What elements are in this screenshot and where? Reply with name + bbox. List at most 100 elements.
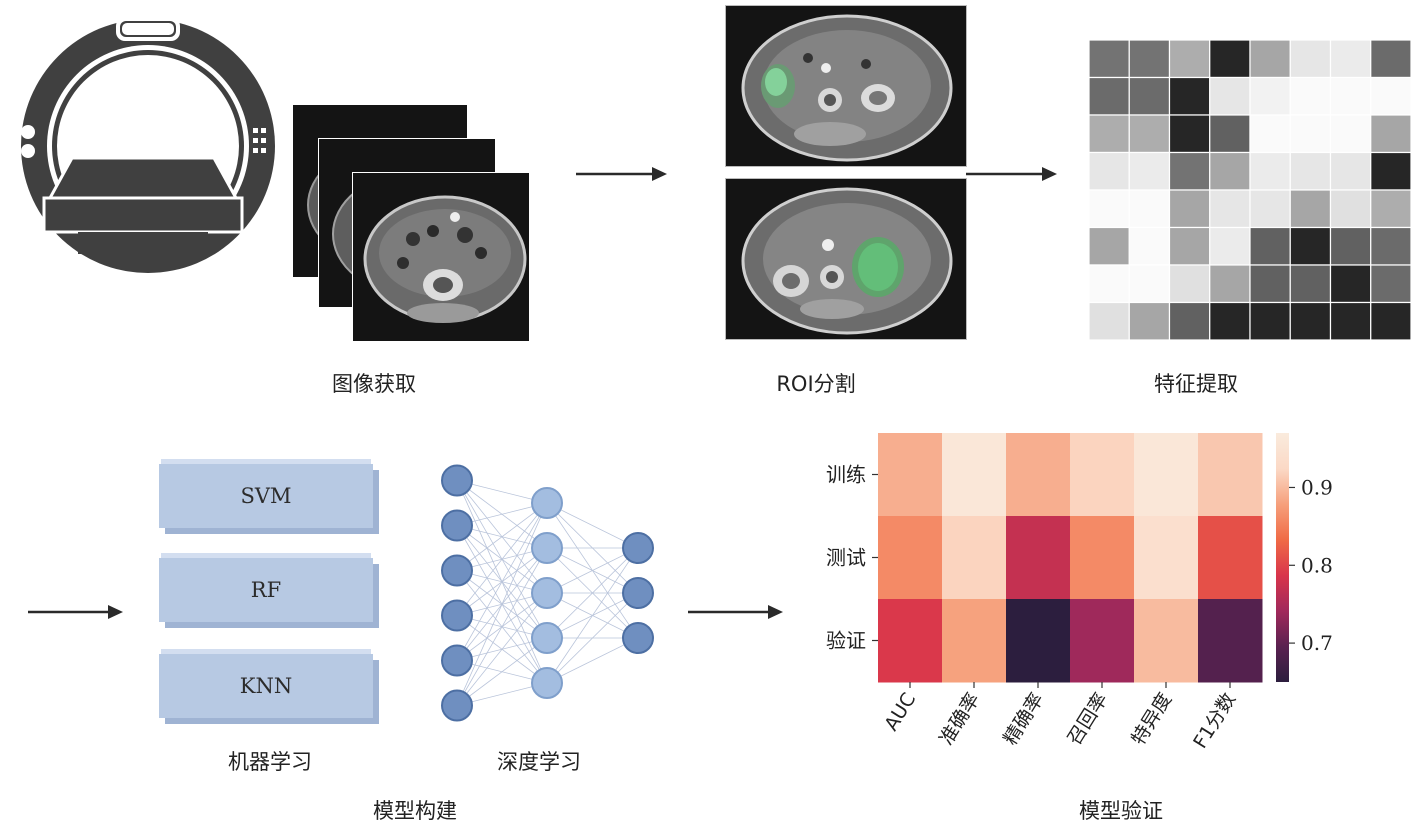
feature-cell — [1331, 78, 1371, 116]
feature-cell — [1129, 303, 1169, 341]
heatmap-cell — [878, 433, 943, 517]
feature-cell — [1290, 265, 1330, 303]
feature-cell — [1331, 115, 1371, 153]
nn-node — [442, 601, 472, 631]
column-label: F1分数 — [1189, 689, 1240, 752]
feature-cell — [1371, 303, 1411, 341]
feature-cell — [1331, 153, 1371, 191]
nn-connection — [547, 548, 638, 683]
feature-cell — [1250, 265, 1290, 303]
neural-network-diagram — [430, 460, 670, 730]
feature-cell — [1210, 228, 1250, 266]
heatmap-cell — [1134, 516, 1199, 600]
feature-cell — [1089, 153, 1129, 191]
feature-cell — [1250, 153, 1290, 191]
heatmap-cell — [878, 516, 943, 600]
model-box-rf: RF — [159, 558, 373, 622]
column-label: 召回率 — [1063, 689, 1112, 749]
feature-cell — [1129, 153, 1169, 191]
label-machine-learning: 机器学习 — [228, 746, 312, 776]
feature-cell — [1170, 153, 1210, 191]
row-label: 验证 — [826, 629, 866, 653]
feature-cell — [1290, 78, 1330, 116]
heatmap-cell — [1070, 516, 1135, 600]
feature-cell — [1170, 303, 1210, 341]
nn-node — [442, 646, 472, 676]
nn-node — [623, 623, 653, 653]
feature-cell — [1331, 265, 1371, 303]
feature-cell — [1371, 78, 1411, 116]
roi-ct-image-bottom — [725, 178, 967, 340]
feature-cell — [1250, 190, 1290, 228]
feature-cell — [1089, 78, 1129, 116]
validation-heatmap: 训练测试验证AUC准确率精确率召回率特异度F1分数0.70.80.9 — [780, 420, 1340, 800]
nn-node — [532, 623, 562, 653]
ct-slice-front — [352, 172, 530, 342]
arrow-icon — [574, 164, 674, 184]
heatmap-cell — [878, 599, 943, 683]
feature-cell — [1210, 190, 1250, 228]
feature-cell — [1371, 115, 1411, 153]
feature-cell — [1250, 115, 1290, 153]
feature-cell — [1210, 303, 1250, 341]
heatmap-cell — [1006, 599, 1071, 683]
feature-cell — [1170, 228, 1210, 266]
feature-cell — [1129, 265, 1169, 303]
feature-cell — [1170, 190, 1210, 228]
model-box-knn: KNN — [159, 654, 373, 718]
label-roi-segmentation: ROI分割 — [776, 368, 855, 398]
feature-grid — [1089, 40, 1411, 340]
nn-node — [442, 556, 472, 586]
feature-cell — [1250, 40, 1290, 78]
feature-cell — [1371, 153, 1411, 191]
arrow-icon — [964, 164, 1064, 184]
colorbar-tick-label: 0.8 — [1301, 553, 1333, 577]
column-label: AUC — [880, 689, 920, 735]
heatmap-cell — [1134, 599, 1199, 683]
label-deep-learning: 深度学习 — [497, 746, 581, 776]
nn-node — [532, 668, 562, 698]
row-label: 测试 — [826, 546, 866, 570]
nn-node — [442, 511, 472, 541]
heatmap-cell — [942, 433, 1007, 517]
colorbar — [1276, 433, 1289, 682]
feature-cell — [1250, 78, 1290, 116]
feature-cell — [1210, 115, 1250, 153]
colorbar-tick-label: 0.7 — [1301, 631, 1333, 655]
feature-cell — [1170, 115, 1210, 153]
nn-node — [532, 578, 562, 608]
feature-cell — [1210, 40, 1250, 78]
feature-cell — [1129, 40, 1169, 78]
feature-cell — [1250, 228, 1290, 266]
feature-cell — [1290, 303, 1330, 341]
label-feature-extraction: 特征提取 — [1154, 368, 1238, 398]
column-label: 特异度 — [1127, 689, 1176, 749]
heatmap-cell — [1134, 433, 1199, 517]
feature-cell — [1290, 153, 1330, 191]
heatmap-cell — [1198, 433, 1263, 517]
feature-cell — [1129, 228, 1169, 266]
heatmap-cell — [942, 516, 1007, 600]
feature-cell — [1210, 265, 1250, 303]
feature-cell — [1331, 190, 1371, 228]
model-box-svm: SVM — [159, 464, 373, 528]
feature-cell — [1371, 265, 1411, 303]
feature-cell — [1290, 190, 1330, 228]
feature-cell — [1371, 40, 1411, 78]
feature-cell — [1290, 228, 1330, 266]
feature-cell — [1089, 190, 1129, 228]
feature-cell — [1371, 190, 1411, 228]
feature-cell — [1170, 78, 1210, 116]
nn-node — [532, 488, 562, 518]
label-image-acquisition: 图像获取 — [332, 368, 416, 398]
feature-cell — [1170, 40, 1210, 78]
heatmap-cell — [942, 599, 1007, 683]
ct-scanner-icon — [8, 8, 288, 288]
feature-cell — [1089, 115, 1129, 153]
feature-cell — [1129, 115, 1169, 153]
feature-cell — [1129, 190, 1169, 228]
label-model-building: 模型构建 — [373, 795, 457, 825]
heatmap-cell — [1198, 516, 1263, 600]
feature-cell — [1371, 228, 1411, 266]
feature-cell — [1331, 40, 1371, 78]
